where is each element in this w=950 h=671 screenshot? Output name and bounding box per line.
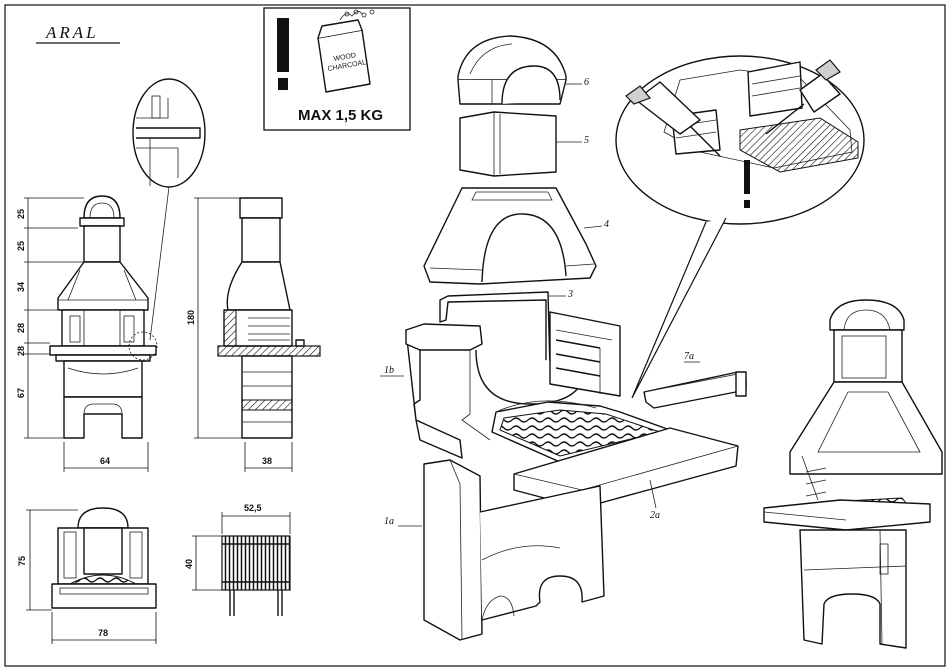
front-view <box>50 196 157 438</box>
product-title: ARAL <box>45 23 99 42</box>
label-part-7a: 7a <box>684 351 694 362</box>
label-part-6: 6 <box>584 77 589 88</box>
grill-width-dimension: 52,5 <box>222 503 290 534</box>
side-width-dimension: 38 <box>245 442 292 472</box>
part-6-arch: 6 <box>458 36 589 104</box>
part-7a-bar: 7a <box>644 351 746 408</box>
label-part-2a: 2a <box>650 510 660 521</box>
label-part-1a: 1a <box>384 516 394 527</box>
dim-top-25: 25 <box>16 209 26 219</box>
warning-box: WOOD CHARCOAL MAX 1,5 KG <box>264 8 410 130</box>
dim-width-38: 38 <box>262 456 272 466</box>
label-part-4: 4 <box>604 219 609 230</box>
top-view <box>52 508 156 608</box>
dim-hood-34: 34 <box>16 282 26 292</box>
dim-width-64: 64 <box>100 456 110 466</box>
part-5-column: 5 <box>460 112 589 176</box>
grill-depth-dimension: 40 <box>184 536 222 590</box>
part-1b-firebox: 1b <box>380 312 670 462</box>
dim-width-78: 78 <box>98 628 108 638</box>
dim-table-28: 28 <box>16 346 26 356</box>
dim-base-67: 67 <box>16 388 26 398</box>
exclamation-icon <box>277 18 289 90</box>
adhesive-detail-bubble <box>616 56 864 398</box>
label-part-1b: 1b <box>384 365 394 376</box>
assembled-grill <box>764 300 942 648</box>
dim-grill-40: 40 <box>184 559 194 569</box>
dim-depth-75: 75 <box>17 556 27 566</box>
dim-grill-52-5: 52,5 <box>244 503 262 513</box>
side-view <box>218 198 320 438</box>
dim-firebox-28: 28 <box>16 323 26 333</box>
dim-height-180: 180 <box>186 310 196 325</box>
label-part-5: 5 <box>584 135 589 146</box>
dim-second-25: 25 <box>16 241 26 251</box>
label-part-3: 3 <box>567 289 573 300</box>
grill-grate <box>222 536 290 616</box>
part-4-hood: 4 <box>424 188 609 284</box>
front-width-dimension: 64 <box>64 442 148 472</box>
max-load-text: MAX 1,5 KG <box>298 107 383 124</box>
top-width-dimension: 78 <box>52 612 156 644</box>
exclamation-icon <box>744 160 750 208</box>
